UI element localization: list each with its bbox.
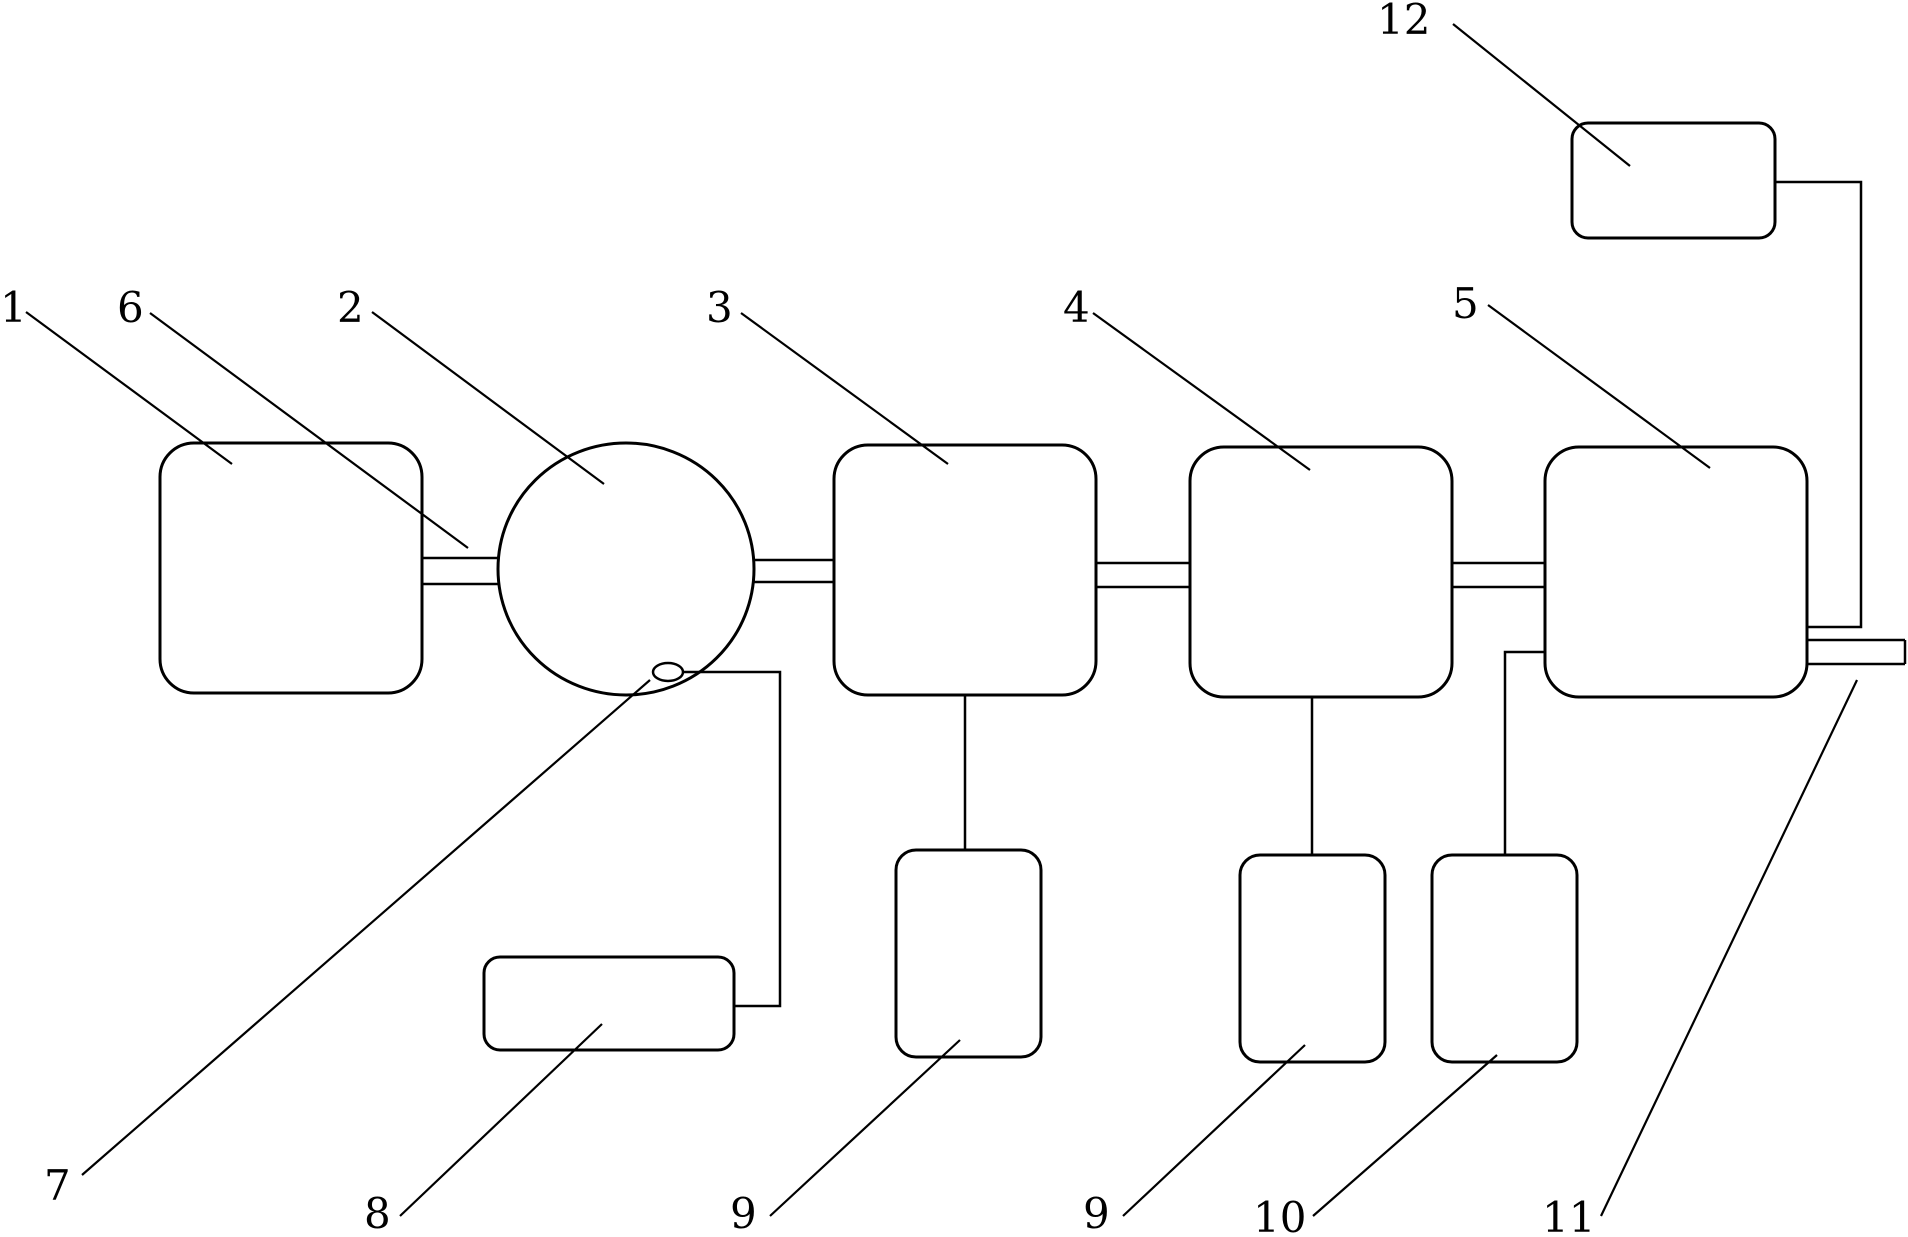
leader-11 (1600, 679, 1858, 1217)
block-5 (1543, 445, 1809, 699)
leader-8 (399, 1023, 603, 1217)
pipe-3-4 (1096, 561, 1190, 589)
label-10: 10 (1253, 1193, 1306, 1237)
block-12 (1570, 121, 1777, 240)
sensor-7 (651, 661, 685, 683)
block-3 (832, 443, 1098, 697)
leader-9-right (1122, 1044, 1306, 1217)
wire-12-to-outlet (1775, 180, 1863, 629)
block-10 (1430, 853, 1579, 1064)
leader-12 (1452, 23, 1631, 167)
block-8 (482, 955, 736, 1052)
wire-sensor-7-to-8 (683, 670, 782, 1008)
block-4 (1188, 445, 1454, 699)
label-11: 11 (1542, 1193, 1595, 1237)
block-2-circle (496, 441, 756, 697)
pipe-4-5 (1452, 561, 1545, 589)
block-1 (158, 441, 424, 695)
leader-3 (740, 312, 949, 465)
label-2: 2 (337, 283, 364, 332)
leader-4 (1092, 312, 1311, 471)
block-9-left (894, 848, 1043, 1059)
label-4: 4 (1063, 283, 1090, 332)
block-9-right (1238, 853, 1387, 1064)
pipe-1-2 (422, 556, 499, 586)
label-8: 8 (364, 1189, 391, 1237)
label-3: 3 (706, 283, 733, 332)
label-6: 6 (117, 283, 144, 332)
label-9-left: 9 (730, 1189, 757, 1237)
wire-5-to-10 (1503, 650, 1545, 855)
leader-5 (1487, 304, 1711, 469)
label-9-right: 9 (1083, 1189, 1110, 1237)
leader-1 (25, 311, 233, 465)
leader-7 (81, 679, 651, 1176)
leader-10 (1312, 1054, 1498, 1217)
outlet-pipe-11 (1807, 638, 1907, 666)
label-12: 12 (1377, 0, 1430, 44)
pipe-2-3 (754, 558, 834, 584)
label-7: 7 (44, 1161, 71, 1210)
label-1: 1 (0, 283, 27, 332)
leader-2 (371, 311, 605, 485)
leader-9-left (769, 1039, 961, 1217)
label-5: 5 (1452, 279, 1479, 328)
leader-6 (149, 312, 469, 549)
